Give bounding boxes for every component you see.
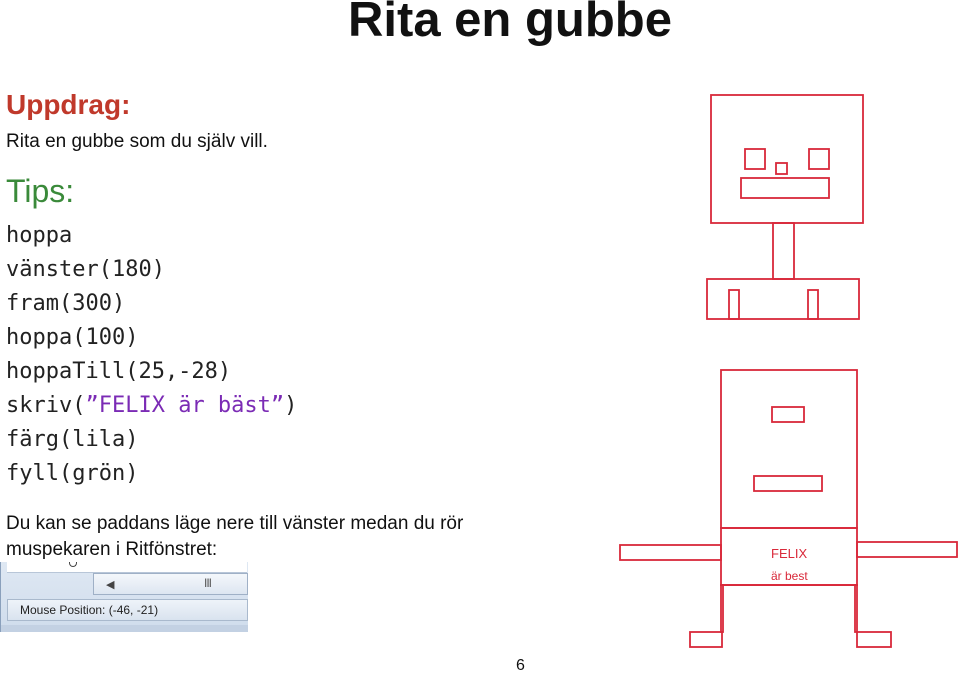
figure-one-neck — [773, 223, 794, 279]
figure-two-right-arm — [857, 542, 957, 557]
figure-one-right-leg — [808, 290, 818, 319]
figure-one-right-eye — [809, 149, 829, 169]
figure-two-eye — [772, 407, 804, 422]
figure-two: FELIX är best — [620, 370, 957, 647]
figure-two-right-foot — [857, 632, 891, 647]
figure-two-head — [721, 370, 857, 528]
figure-two-right-leg — [855, 585, 857, 632]
figure-two-left-foot — [690, 632, 722, 647]
figure-two-left-arm — [620, 545, 721, 560]
figure-two-left-leg — [721, 585, 723, 632]
figure-two-label-line1: FELIX — [771, 546, 807, 561]
figure-one-left-eye — [745, 149, 765, 169]
figure-one-left-leg — [729, 290, 739, 319]
figure-one-mouth — [741, 178, 829, 198]
figure-two-label-line2: är best — [771, 569, 808, 583]
figure-one-nose — [776, 163, 787, 174]
figure-two-mouth — [754, 476, 822, 491]
page-number: 6 — [516, 657, 525, 675]
figure-one-head — [711, 95, 863, 223]
figure-one — [707, 95, 863, 319]
